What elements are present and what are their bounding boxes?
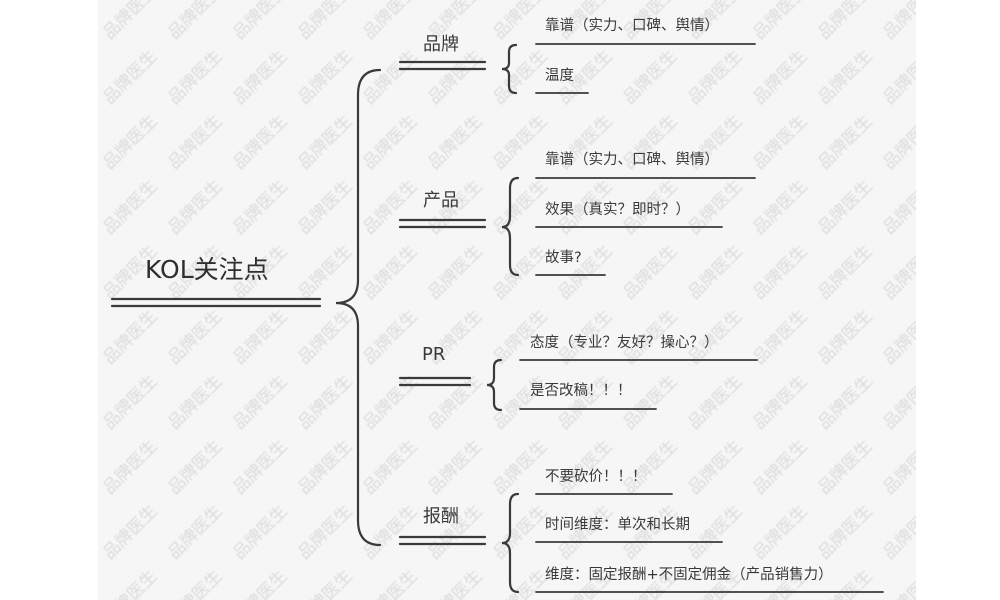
leaf-pr-attitude: 态度（专业？友好？操心？） — [530, 335, 719, 351]
leaf-fee-time: 时间维度：单次和长期 — [545, 517, 690, 533]
leaf-fee-structure: 维度：固定报酬+不固定佣金（产品销售力） — [545, 567, 833, 583]
root-node: KOL关注点 — [145, 255, 269, 284]
branch-underlines — [398, 60, 487, 546]
product-brace — [501, 176, 520, 277]
leaf-product-reliability: 靠谱（实力、口碑、舆情） — [545, 152, 719, 168]
branch-product: 产品 — [423, 190, 459, 211]
main-brace — [335, 68, 382, 547]
brand-brace — [501, 43, 518, 95]
leaf-underlines — [519, 43, 884, 593]
leaf-brand-reliability: 靠谱（实力、口碑、舆情） — [545, 18, 719, 34]
leaf-brand-warmth: 温度 — [545, 68, 574, 84]
leaf-pr-revisions: 是否改稿！！！ — [530, 383, 632, 399]
fee-brace — [501, 492, 520, 594]
branch-brand: 品牌 — [423, 34, 459, 55]
branch-fee: 报酬 — [423, 506, 459, 527]
pr-brace — [486, 358, 503, 412]
branch-pr: PR — [422, 344, 446, 365]
leaf-product-story: 故事? — [545, 250, 582, 266]
leaf-product-effect: 效果（真实？即时？） — [545, 202, 690, 218]
leaf-fee-no-bargain: 不要砍价！！！ — [545, 469, 647, 485]
